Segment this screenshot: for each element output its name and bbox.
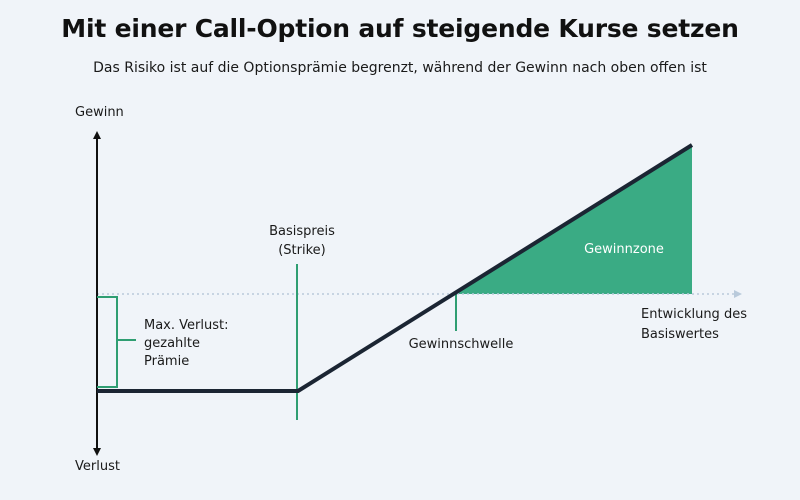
x-axis-label-line1: Entwicklung des bbox=[641, 307, 747, 322]
max-loss-bracket bbox=[97, 296, 118, 388]
chart-subtitle: Das Risiko ist auf die Optionsprämie beg… bbox=[93, 60, 707, 76]
chart-title: Mit einer Call-Option auf steigende Kurs… bbox=[61, 14, 739, 43]
y-axis-bottom-label: Verlust bbox=[75, 459, 120, 474]
breakeven-label: Gewinnschwelle bbox=[409, 337, 514, 352]
profit-zone-label: Gewinnzone bbox=[584, 242, 664, 257]
y-axis-top-label: Gewinn bbox=[75, 105, 124, 120]
payoff-line bbox=[97, 143, 694, 393]
max-loss-label-line3: Prämie bbox=[144, 354, 189, 369]
max-loss-label-line2: gezahlte bbox=[144, 336, 200, 351]
x-axis-label-line2: Basiswertes bbox=[641, 327, 719, 342]
strike-label-line2: (Strike) bbox=[278, 243, 326, 258]
strike-label-line1: Basispreis bbox=[269, 224, 335, 239]
max-loss-label-line1: Max. Verlust: bbox=[144, 318, 228, 333]
